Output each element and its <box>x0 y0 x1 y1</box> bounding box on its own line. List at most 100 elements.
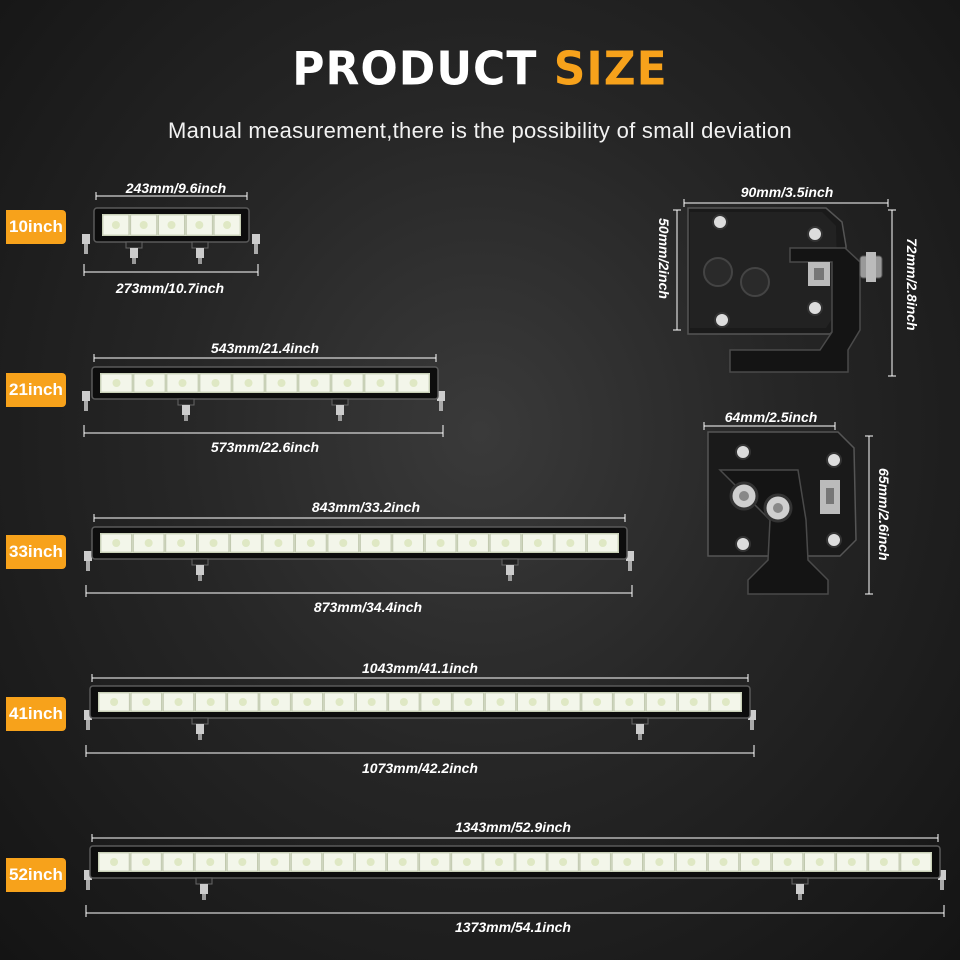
led-chip <box>110 698 119 706</box>
side2-right-height-dimension: 65mm/2.6inch <box>876 468 892 561</box>
mount-bolt-icon <box>508 575 512 581</box>
end-screw-icon <box>940 880 944 890</box>
led-chip <box>339 539 348 547</box>
led-chip <box>145 379 154 387</box>
led-chip <box>783 858 792 866</box>
end-screw-icon <box>84 244 88 254</box>
led-chip <box>238 698 247 706</box>
led-chip <box>195 221 204 229</box>
bar-10-outer-dimension: 273mm/10.7inch <box>115 280 225 296</box>
side2-width-dimension: 64mm/2.5inch <box>724 409 818 425</box>
led-chip <box>533 539 542 547</box>
bar-41-outer-dimension: 1073mm/42.2inch <box>362 760 478 776</box>
mount-bolt-icon <box>198 575 202 581</box>
mount-bolt-icon <box>130 248 138 258</box>
bolt-icon <box>826 452 842 468</box>
mount-bolt-icon <box>796 884 804 894</box>
led-chip <box>271 698 280 706</box>
end-screw-icon <box>84 870 92 880</box>
led-chip <box>174 858 183 866</box>
light-bar-3-lens <box>100 533 619 553</box>
led-chip <box>174 698 183 706</box>
mount-bolt-icon <box>338 415 342 421</box>
led-chip <box>306 539 315 547</box>
led-chip <box>436 539 445 547</box>
title-product: PRODUCT <box>292 42 554 97</box>
led-chip <box>501 539 510 547</box>
bar-33-inner-dimension: 843mm/33.2inch <box>311 499 421 515</box>
led-chip <box>302 858 311 866</box>
led-chip <box>911 858 920 866</box>
bar-33-outer-dimension: 873mm/34.4inch <box>313 599 423 615</box>
mount-bolt-icon <box>336 405 344 415</box>
led-chip <box>371 539 380 547</box>
badge-33inch: 33inch <box>6 535 66 569</box>
led-chip <box>277 379 286 387</box>
led-chip <box>112 379 121 387</box>
bolt-icon <box>807 300 823 316</box>
led-chip <box>432 698 441 706</box>
bolt-icon <box>735 536 751 552</box>
led-chip <box>144 539 153 547</box>
led-chip <box>111 221 120 229</box>
led-chip <box>399 698 408 706</box>
led-chip <box>655 858 664 866</box>
led-chip <box>430 858 439 866</box>
bar-21-inner-dimension: 543mm/21.4inch <box>210 340 320 356</box>
led-chip <box>110 858 119 866</box>
end-screw-icon <box>938 870 946 880</box>
led-chip <box>334 858 343 866</box>
led-chip <box>367 698 376 706</box>
led-chip <box>398 858 407 866</box>
mount-bolt-icon <box>198 258 202 264</box>
bar-41-inner-dimension: 1043mm/41.1inch <box>362 660 478 676</box>
end-screw-icon <box>86 880 90 890</box>
mount-bolt-icon <box>184 415 188 421</box>
bar-10-inner-dimension: 243mm/9.6inch <box>125 180 227 196</box>
light-bar-4-lens <box>98 692 742 712</box>
bolt-icon <box>826 532 842 548</box>
led-chip <box>177 539 186 547</box>
led-chip <box>343 379 352 387</box>
led-chip <box>409 379 418 387</box>
mount-bolt-icon <box>196 248 204 258</box>
mount-bolt-icon <box>200 884 208 894</box>
end-screw-icon <box>254 244 258 254</box>
led-chip <box>178 379 187 387</box>
end-screw-icon <box>750 720 754 730</box>
led-chip <box>366 858 375 866</box>
led-chip <box>206 698 215 706</box>
led-chip <box>815 858 824 866</box>
page-title: PRODUCT SIZE <box>0 43 960 97</box>
bolt-icon <box>712 214 728 230</box>
bar-52-outer-dimension: 1373mm/54.1inch <box>455 919 571 935</box>
led-chip <box>751 858 760 866</box>
mount-bolt-icon <box>196 724 204 734</box>
led-chip <box>139 221 148 229</box>
led-chip <box>496 698 505 706</box>
led-chip <box>206 858 215 866</box>
led-chip <box>462 858 471 866</box>
led-chip <box>244 379 253 387</box>
led-chip <box>566 539 575 547</box>
badge-52inch: 52inch <box>6 858 66 892</box>
led-chip <box>404 539 413 547</box>
badge-10inch: 10inch <box>6 210 66 244</box>
mount-bolt-icon <box>506 565 514 575</box>
led-chip <box>211 379 220 387</box>
led-chip <box>494 858 503 866</box>
bar-21-outer-dimension: 573mm/22.6inch <box>210 439 320 455</box>
led-chip <box>528 698 537 706</box>
bolt-icon <box>714 312 730 328</box>
end-screw-icon <box>82 234 90 244</box>
led-chip <box>223 221 232 229</box>
mount-bolt-icon <box>196 565 204 575</box>
led-chip <box>469 539 478 547</box>
led-chip <box>560 698 569 706</box>
led-chip <box>598 539 607 547</box>
end-screw-icon <box>748 710 756 720</box>
end-screw-icon <box>82 391 90 401</box>
